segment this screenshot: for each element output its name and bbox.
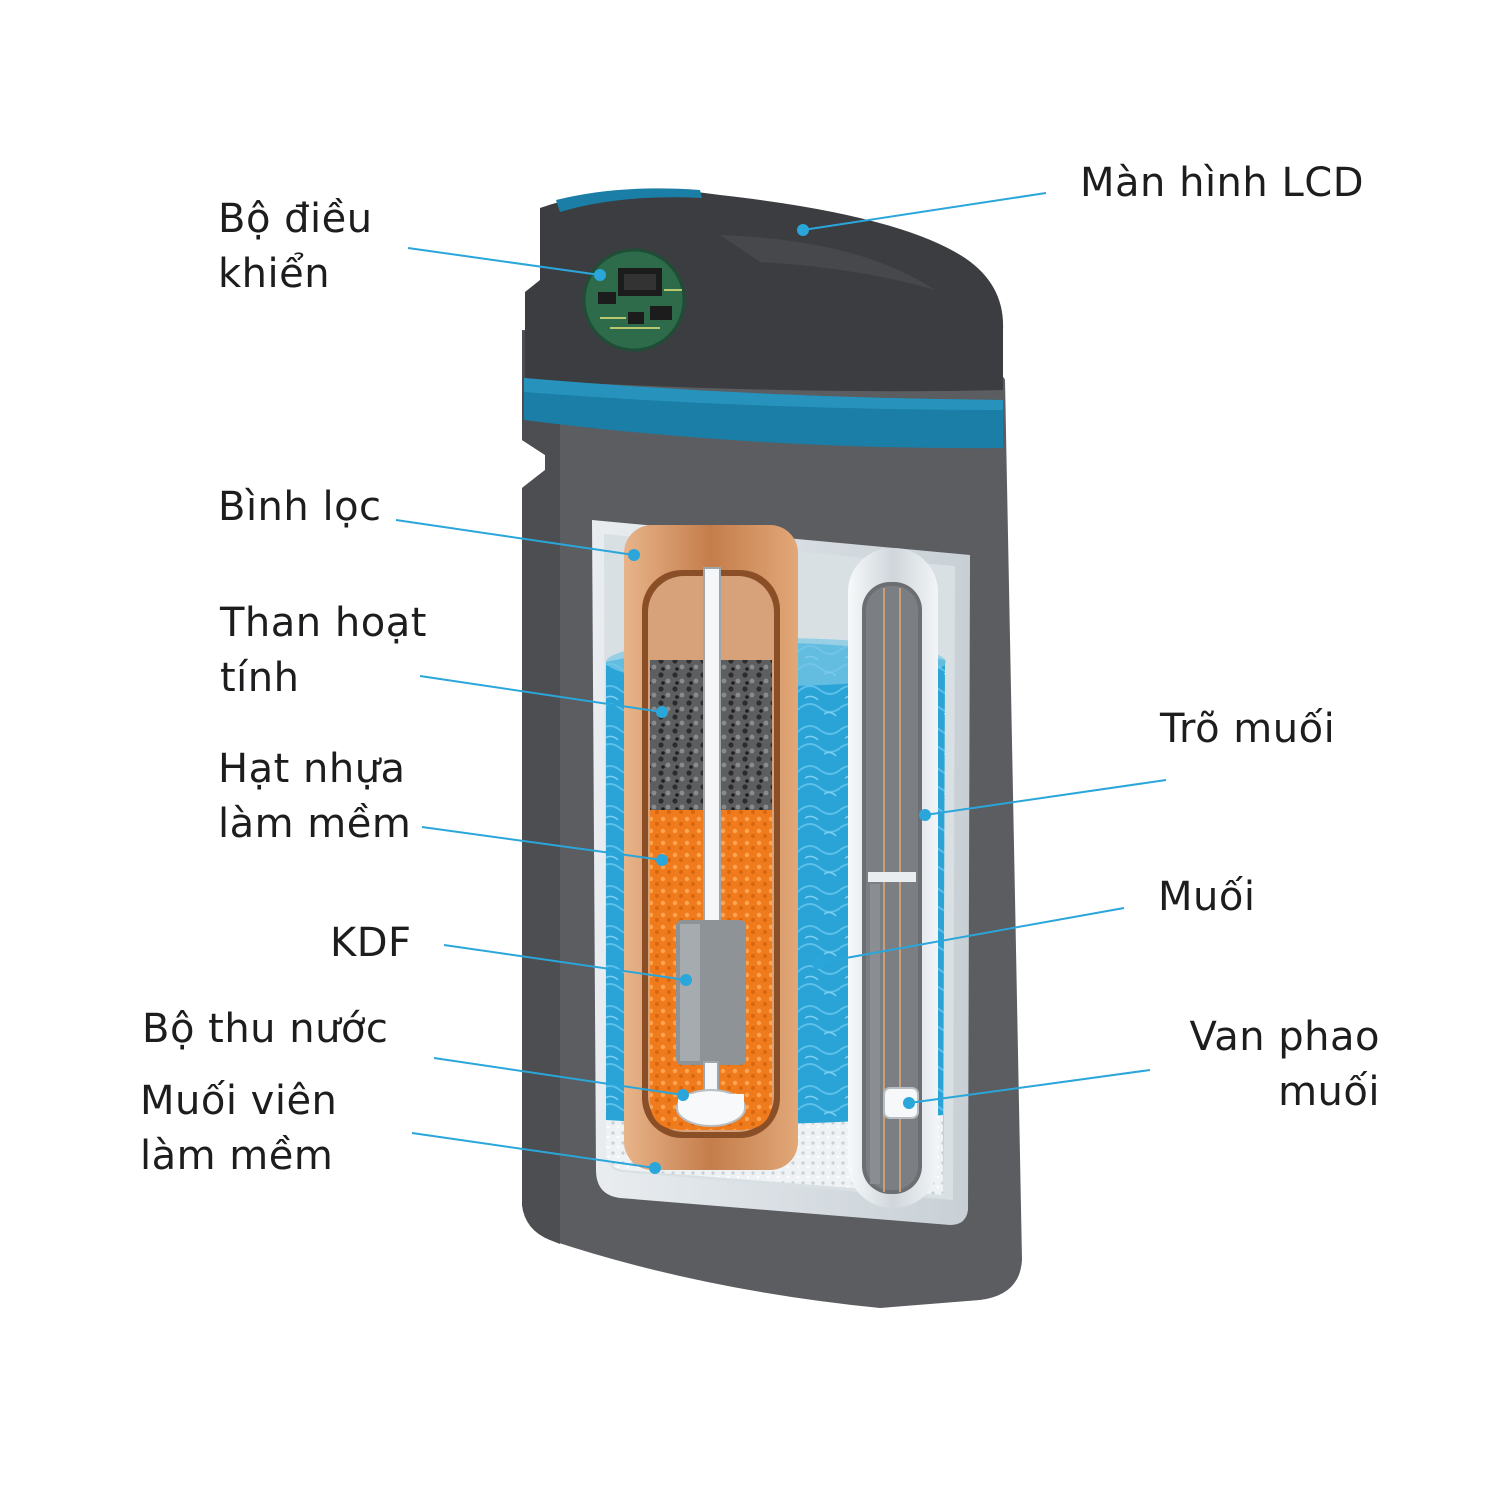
- label-controller-line2: khiển: [218, 251, 331, 297]
- label-controller: Bộ điều khiển: [218, 192, 373, 302]
- label-kdf: KDF: [330, 920, 412, 966]
- float-valve: [883, 1087, 919, 1119]
- brine-well: [848, 548, 938, 1208]
- label-water-collector: Bộ thu nước: [142, 1006, 389, 1052]
- label-salt-pellets-line2: làm mềm: [140, 1133, 334, 1179]
- label-carbon-line2: tính: [220, 655, 300, 701]
- label-float-valve-line2: muối: [1278, 1069, 1380, 1115]
- label-carbon-line1: Than hoạt: [220, 600, 427, 646]
- circuit-board-icon: [582, 248, 686, 352]
- leader-lines: [395, 192, 1167, 1169]
- center-pipe: [703, 567, 721, 949]
- label-controller-line1: Bộ điều: [218, 196, 373, 242]
- label-salt-pellets: Muối viên làm mềm: [140, 1074, 337, 1184]
- label-float-valve-line1: Van phao: [1189, 1014, 1380, 1060]
- label-resin-line1: Hạt nhựa: [218, 746, 406, 792]
- leader-dots: [594, 224, 931, 1174]
- label-salt-pellets-line1: Muối viên: [140, 1078, 338, 1124]
- label-resin-line2: làm mềm: [218, 801, 412, 847]
- label-salt: Muối: [1158, 874, 1256, 920]
- label-filter-tank: Bình lọc: [218, 484, 382, 530]
- label-brine-well: Trõ muối: [1160, 706, 1336, 752]
- label-softening-resin: Hạt nhựa làm mềm: [218, 742, 411, 852]
- label-activated-carbon: Than hoạt tính: [220, 596, 427, 706]
- label-float-valve: Van phao muối: [1140, 1010, 1380, 1120]
- label-lcd-screen: Màn hình LCD: [1080, 160, 1364, 206]
